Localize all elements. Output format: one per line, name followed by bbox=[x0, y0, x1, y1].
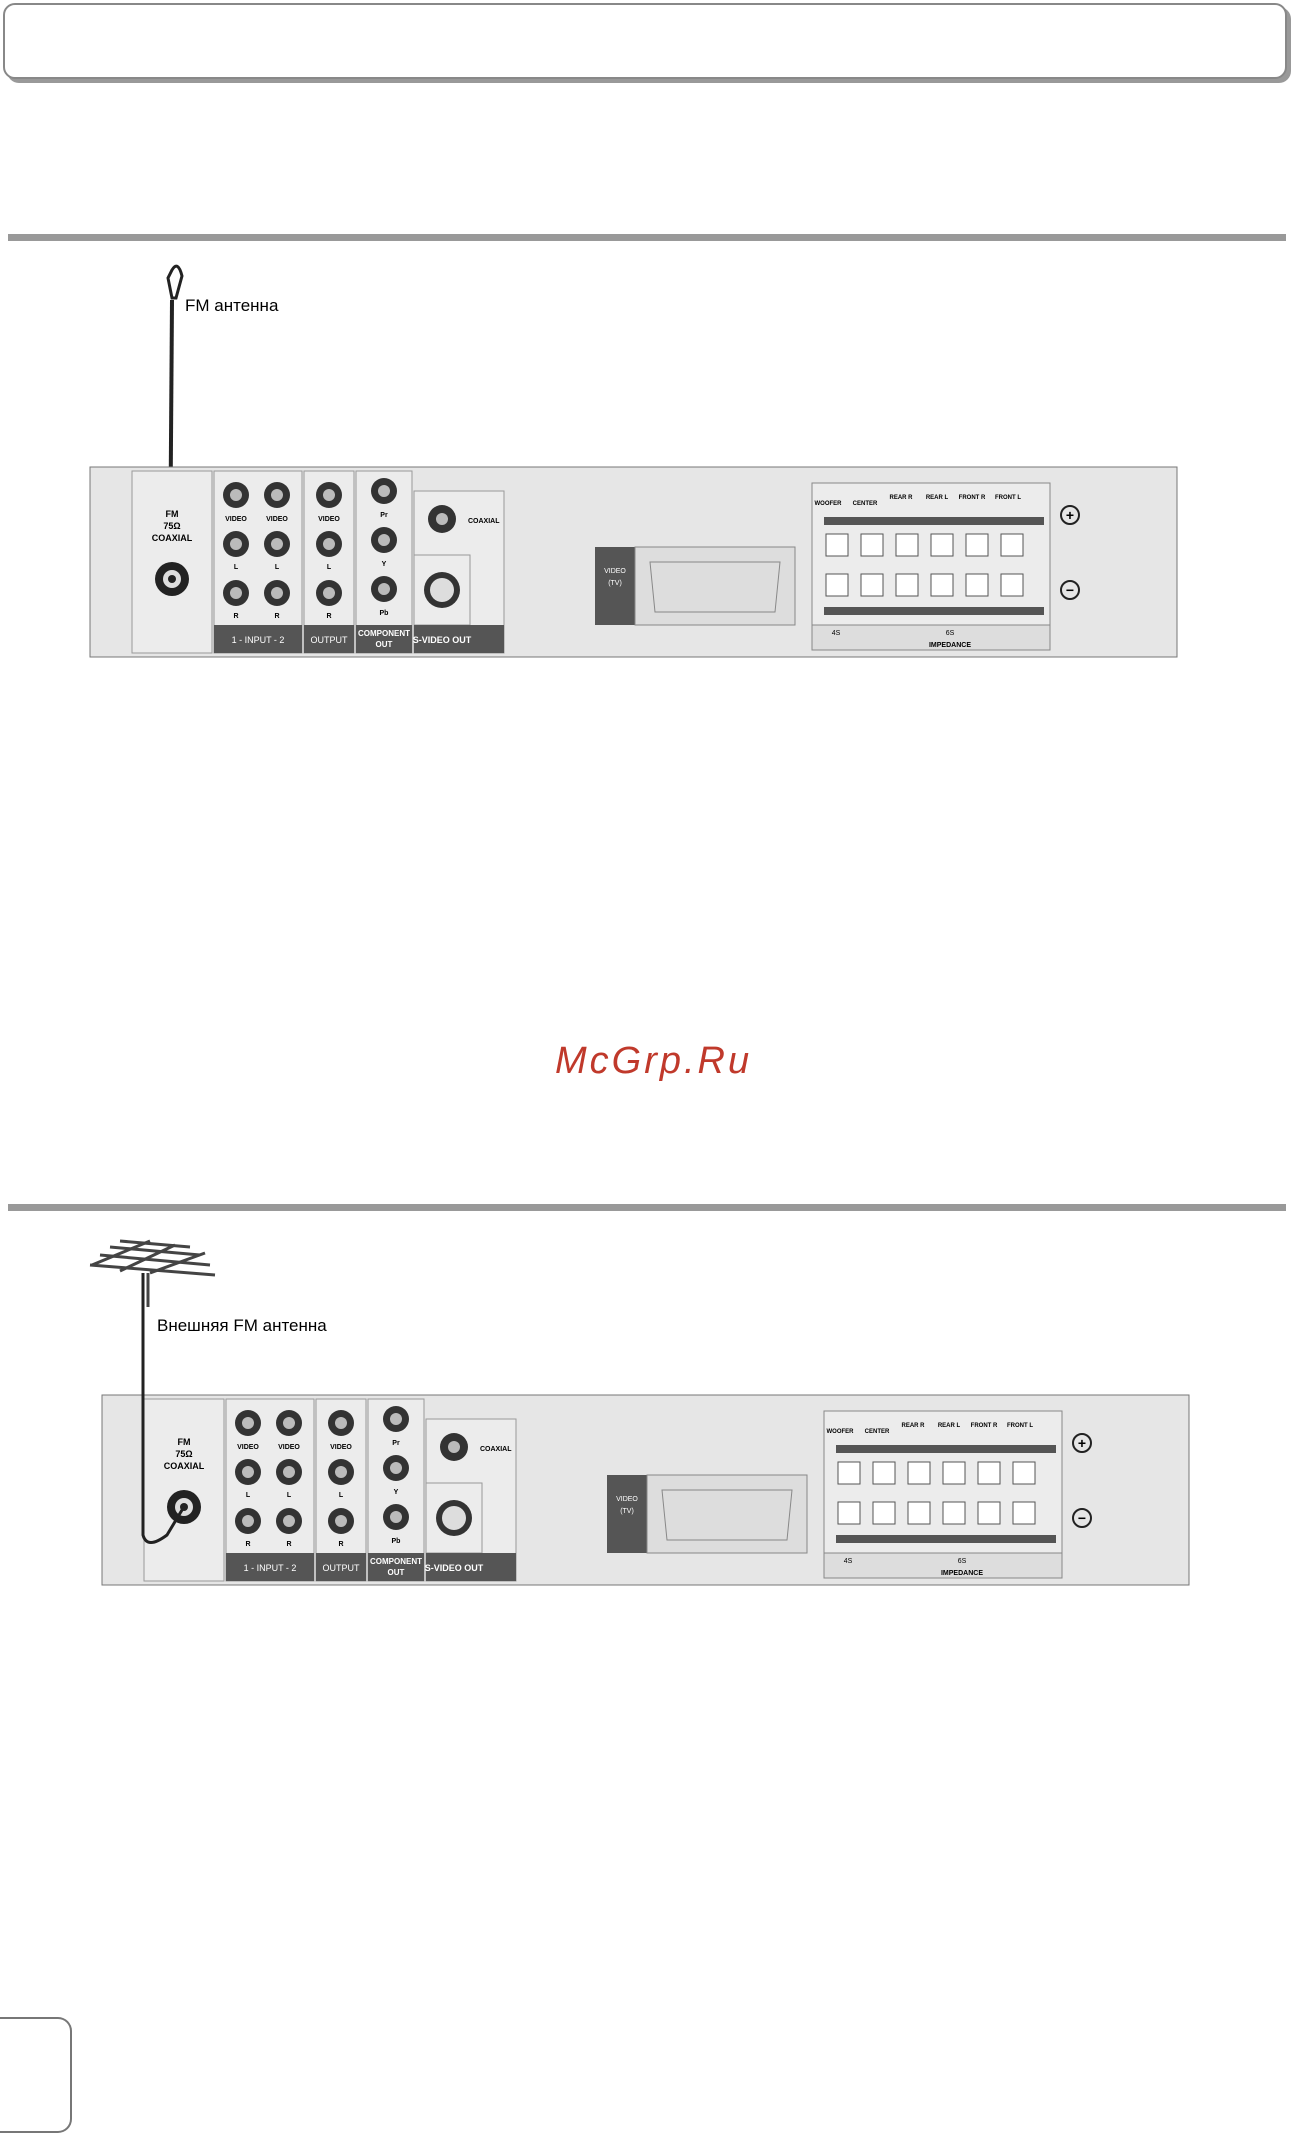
svg-text:FRONT L: FRONT L bbox=[1007, 1423, 1033, 1429]
svg-text:L: L bbox=[246, 1492, 251, 1499]
svg-text:WOOFER: WOOFER bbox=[815, 501, 843, 507]
svg-text:VIDEO: VIDEO bbox=[604, 568, 626, 575]
svg-text:FM: FM bbox=[178, 1437, 191, 1447]
svg-text:FM: FM bbox=[166, 509, 179, 519]
svg-text:WOOFER: WOOFER bbox=[827, 1429, 855, 1435]
svg-text:VIDEO: VIDEO bbox=[330, 1444, 352, 1451]
svg-text:COAXIAL: COAXIAL bbox=[164, 1461, 205, 1471]
svg-text:VIDEO: VIDEO bbox=[237, 1444, 259, 1451]
svg-text:Pb: Pb bbox=[380, 610, 389, 617]
svg-text:REAR R: REAR R bbox=[901, 1423, 925, 1429]
svg-text:OUTPUT: OUTPUT bbox=[323, 1563, 361, 1573]
antenna-label: Внешняя FM антенна bbox=[157, 1316, 327, 1335]
watermark: McGrp.Ru bbox=[555, 1040, 753, 1082]
svg-text:Y: Y bbox=[394, 1489, 399, 1496]
svg-text:R: R bbox=[274, 613, 279, 620]
svg-text:Pr: Pr bbox=[380, 512, 388, 519]
svg-text:L: L bbox=[234, 564, 239, 571]
svg-text:REAR L: REAR L bbox=[938, 1423, 961, 1429]
svg-text:75Ω: 75Ω bbox=[163, 521, 180, 531]
svg-text:R: R bbox=[245, 1541, 250, 1548]
rear-panel: FM 75Ω COAXIAL VIDEO VIDEO L L R R 1 - I… bbox=[101, 1275, 1190, 1586]
svg-text:VIDEO: VIDEO bbox=[318, 516, 340, 523]
svg-text:COAXIAL: COAXIAL bbox=[468, 518, 500, 525]
svg-text:COAXIAL: COAXIAL bbox=[480, 1446, 512, 1453]
svg-text:VIDEO: VIDEO bbox=[266, 516, 288, 523]
svg-text:CENTER: CENTER bbox=[865, 1429, 890, 1435]
svg-text:L: L bbox=[339, 1492, 344, 1499]
svg-text:75Ω: 75Ω bbox=[175, 1449, 192, 1459]
diagram-outdoor-antenna: Внешняя FM антенна FM 75Ω COAXIAL VIDEO … bbox=[89, 1239, 1190, 1586]
svg-text:Pb: Pb bbox=[392, 1538, 401, 1545]
svg-text:COAXIAL: COAXIAL bbox=[152, 533, 193, 543]
svg-text:VIDEO: VIDEO bbox=[616, 1496, 638, 1503]
svg-text:CENTER: CENTER bbox=[853, 501, 878, 507]
svg-text:L: L bbox=[287, 1492, 292, 1499]
svg-text:OUTPUT: OUTPUT bbox=[311, 635, 349, 645]
wire-antenna-icon bbox=[166, 264, 184, 300]
svg-text:IMPEDANCE: IMPEDANCE bbox=[941, 1570, 983, 1577]
diagram-fm-antenna: FM антенна FM 75Ω COAXIAL VIDEO VIDEO L … bbox=[89, 264, 1178, 658]
svg-text:+: + bbox=[1078, 1435, 1086, 1451]
svg-text:FRONT L: FRONT L bbox=[995, 495, 1021, 501]
svg-text:(TV): (TV) bbox=[620, 1508, 634, 1515]
svg-text:R: R bbox=[286, 1541, 291, 1548]
header-frame bbox=[3, 3, 1287, 79]
svg-text:+: + bbox=[1066, 507, 1074, 523]
rear-panel: FM 75Ω COAXIAL VIDEO VIDEO L L R R 1 - I… bbox=[89, 466, 1178, 658]
svg-text:L: L bbox=[275, 564, 280, 571]
section-rule-2 bbox=[8, 1204, 1286, 1211]
svg-text:OUT: OUT bbox=[376, 640, 393, 649]
svg-text:COMPONENT: COMPONENT bbox=[370, 1557, 422, 1566]
svg-text:1 - INPUT - 2: 1 - INPUT - 2 bbox=[244, 1563, 297, 1573]
svg-text:S-VIDEO OUT: S-VIDEO OUT bbox=[413, 635, 472, 645]
svg-text:REAR R: REAR R bbox=[889, 495, 913, 501]
svg-text:COMPONENT: COMPONENT bbox=[358, 629, 410, 638]
svg-text:S-VIDEO OUT: S-VIDEO OUT bbox=[425, 1563, 484, 1573]
svg-text:1 - INPUT - 2: 1 - INPUT - 2 bbox=[232, 635, 285, 645]
svg-text:−: − bbox=[1066, 582, 1074, 598]
svg-text:R: R bbox=[233, 613, 238, 620]
outdoor-antenna-icon bbox=[89, 1239, 216, 1307]
svg-text:6S: 6S bbox=[958, 1558, 967, 1565]
svg-text:L: L bbox=[327, 564, 332, 571]
svg-text:(TV): (TV) bbox=[608, 580, 622, 587]
svg-text:−: − bbox=[1078, 1510, 1086, 1526]
svg-text:R: R bbox=[326, 613, 331, 620]
svg-text:Pr: Pr bbox=[392, 1440, 400, 1447]
svg-text:OUT: OUT bbox=[388, 1568, 405, 1577]
svg-text:4S: 4S bbox=[844, 1558, 853, 1565]
svg-text:R: R bbox=[338, 1541, 343, 1548]
section-rule-1 bbox=[8, 234, 1286, 241]
svg-text:6S: 6S bbox=[946, 630, 955, 637]
svg-text:4S: 4S bbox=[832, 630, 841, 637]
antenna-label: FM антенна bbox=[185, 296, 279, 315]
svg-text:VIDEO: VIDEO bbox=[225, 516, 247, 523]
svg-text:FRONT R: FRONT R bbox=[959, 495, 986, 501]
svg-text:VIDEO: VIDEO bbox=[278, 1444, 300, 1451]
svg-text:REAR L: REAR L bbox=[926, 495, 949, 501]
page-number-tab bbox=[0, 2017, 72, 2133]
svg-text:IMPEDANCE: IMPEDANCE bbox=[929, 642, 971, 649]
svg-text:Y: Y bbox=[382, 561, 387, 568]
svg-text:FRONT R: FRONT R bbox=[971, 1423, 998, 1429]
